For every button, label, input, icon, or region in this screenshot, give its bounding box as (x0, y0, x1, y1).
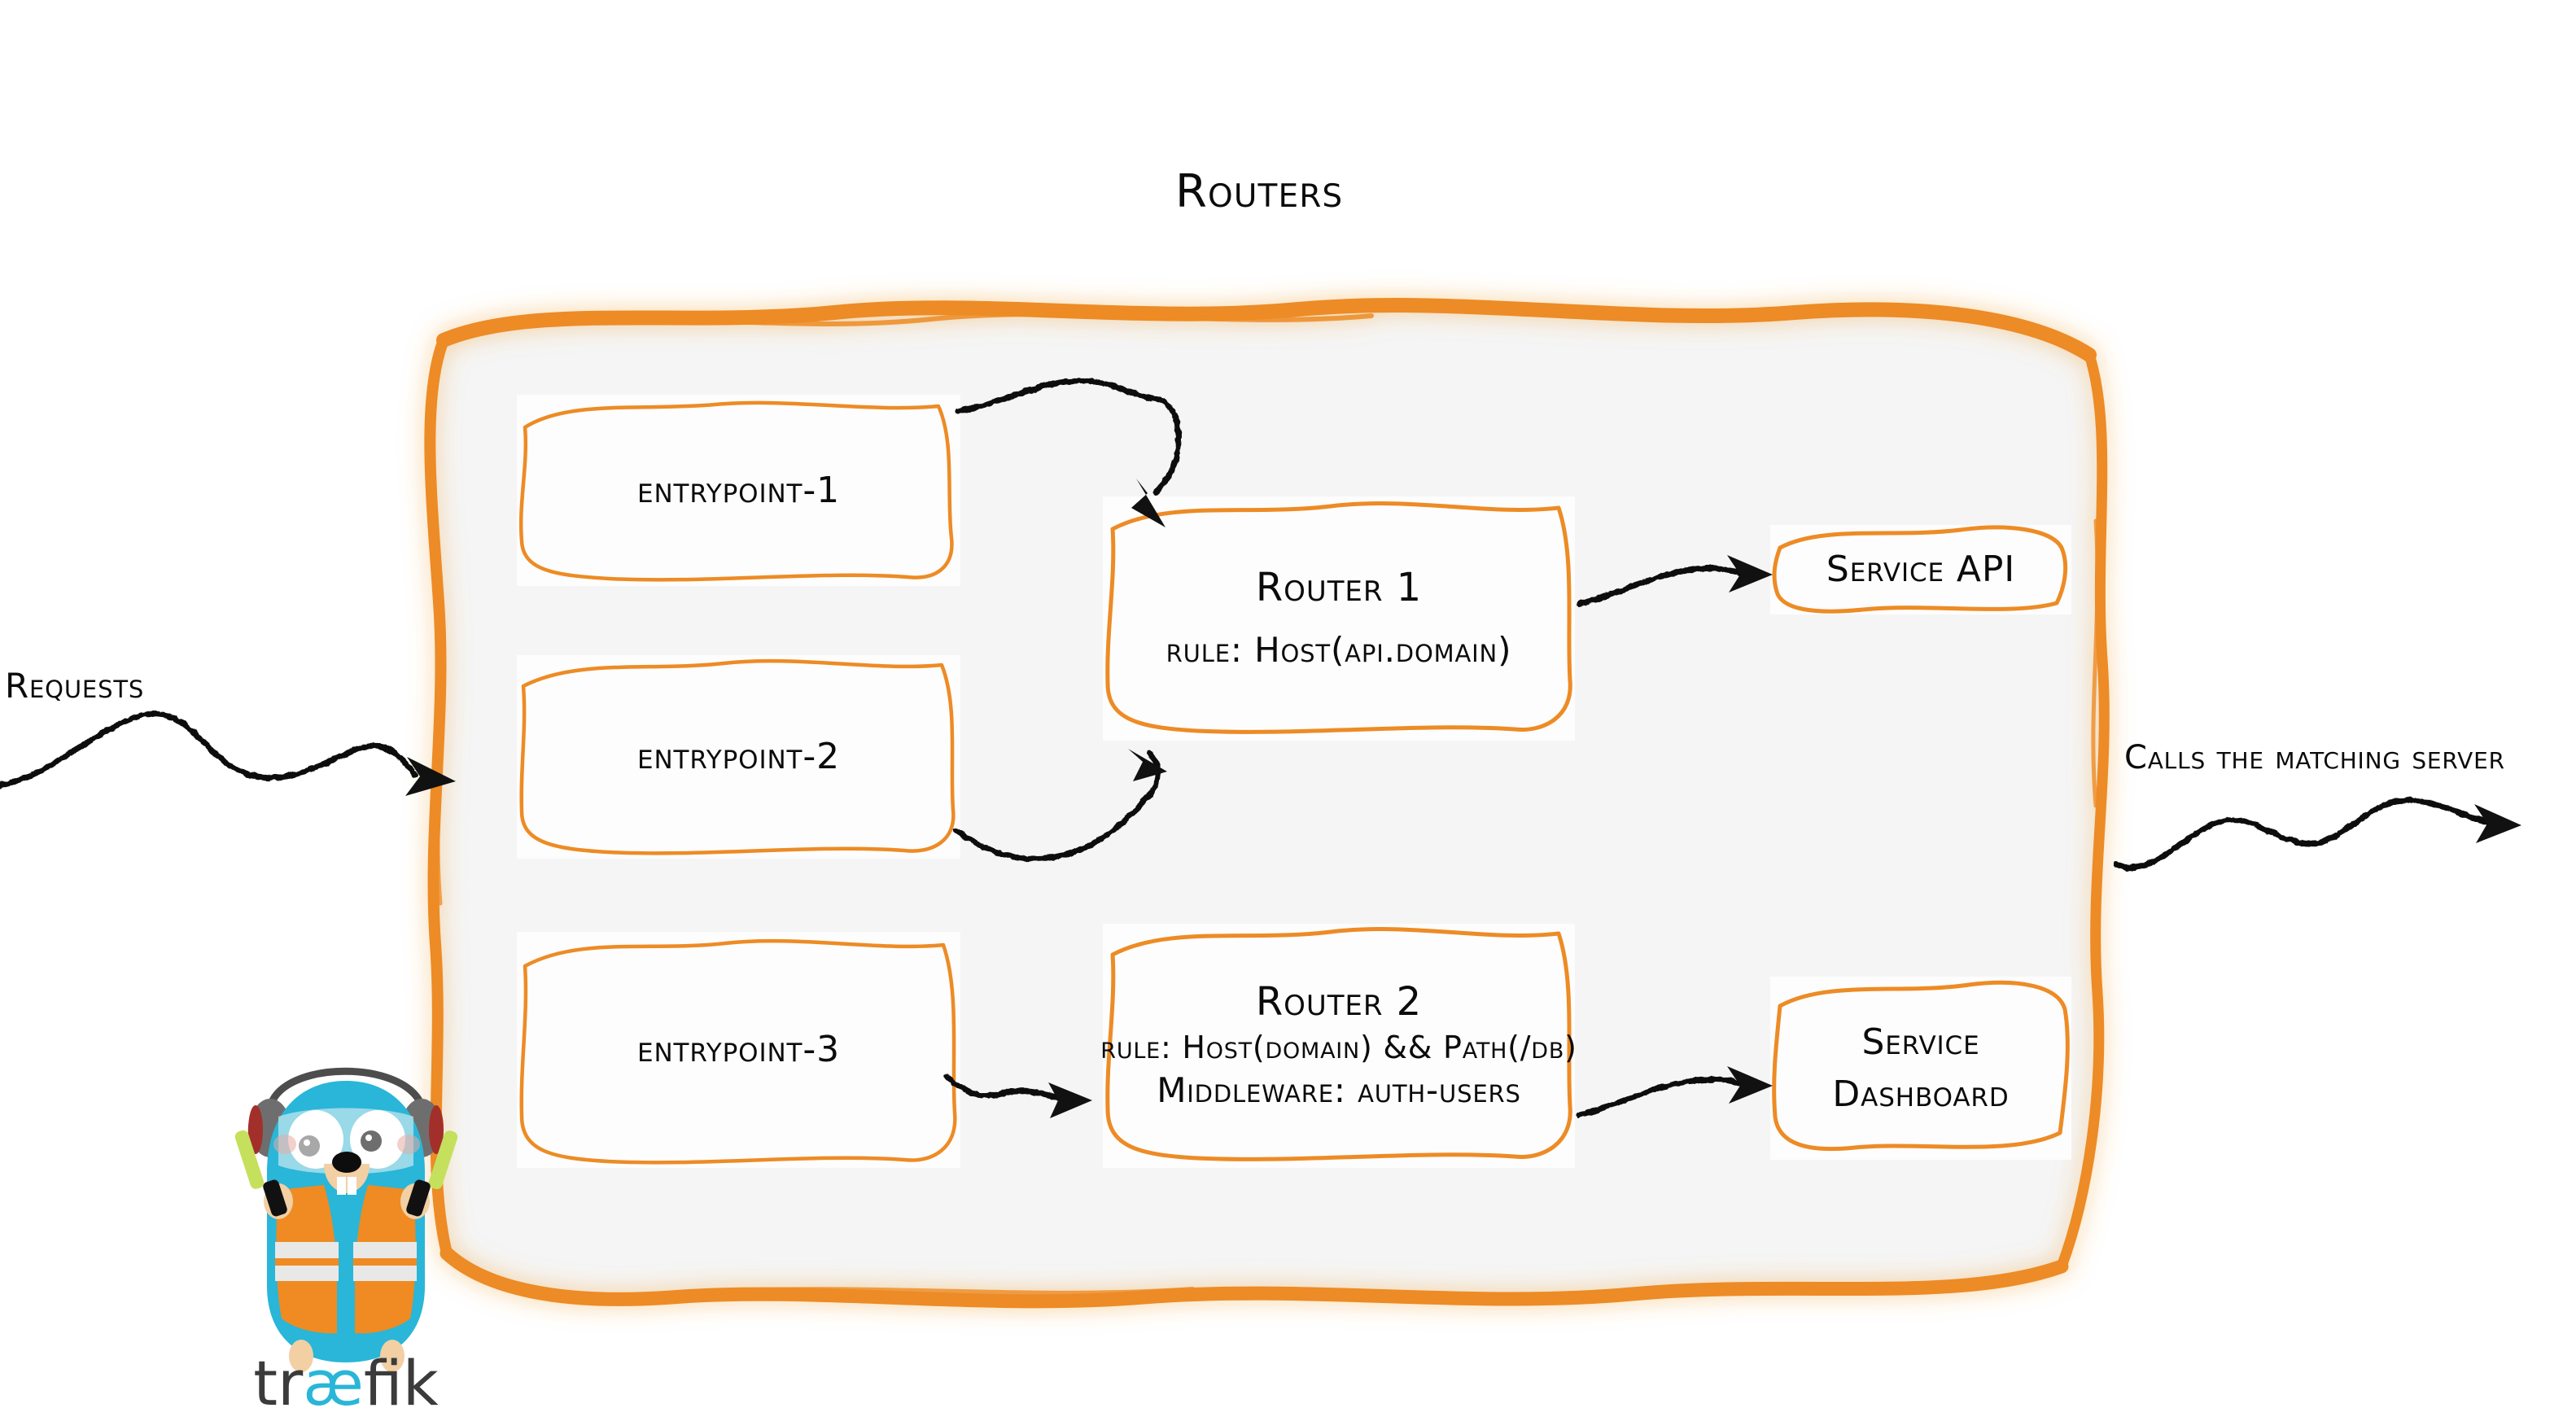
gopher-foot-left (289, 1340, 313, 1372)
wordmark-part-1: tr (253, 1347, 304, 1408)
entrypoint-3-node[interactable]: entrypoint-3 (517, 932, 960, 1168)
service-api-node[interactable]: Service API (1770, 525, 2071, 614)
gopher-teeth (337, 1177, 356, 1195)
vest-stripe (275, 1258, 339, 1266)
service-dashboard-label-line1: Service (1861, 1021, 1980, 1063)
entrypoint-2-label: entrypoint-2 (637, 736, 840, 777)
gopher-foot-right (380, 1340, 405, 1372)
service-dashboard-node[interactable]: Service Dashboard (1770, 977, 2071, 1160)
entrypoint-3-label: entrypoint-3 (637, 1029, 840, 1070)
traefik-logo: træfik (228, 1042, 464, 1408)
marshalling-wand-left-icon (234, 1130, 287, 1217)
requests-label: Requests (5, 666, 145, 706)
traefik-wordmark: træfik (253, 1347, 439, 1408)
page-title: Routers (1175, 165, 1344, 218)
router-2-title: Router 2 (1255, 979, 1423, 1025)
calls-matching-server-label: Calls the matching server (2124, 739, 2505, 776)
service-dashboard-label-line2: Dashboard (1832, 1073, 2010, 1115)
router-2-rule: rule: Host(domain) && Path(/db) (1100, 1030, 1577, 1065)
gopher-nose (332, 1152, 361, 1173)
router-1-rule: rule: Host(api.domain) (1166, 629, 1512, 670)
wordmark-part-2: fik (364, 1347, 439, 1408)
arrow-requests-to-routers (0, 711, 418, 789)
entrypoint-1-label: entrypoint-1 (637, 469, 840, 511)
arrow-routers-to-matching-server (2113, 798, 2490, 871)
wordmark-part-ae: æ (303, 1347, 364, 1408)
arrowhead (2474, 804, 2521, 843)
router-2-middleware: Middleware: auth-users (1157, 1069, 1521, 1110)
router-1-title: Router 1 (1255, 564, 1423, 610)
vest-stripe (353, 1258, 417, 1266)
headphone-band-icon (269, 1067, 424, 1106)
router-1-node[interactable]: Router 1 rule: Host(api.domain) (1103, 496, 1575, 741)
entrypoint-2-node[interactable]: entrypoint-2 (517, 655, 960, 859)
gopher-snout (324, 1164, 370, 1193)
entrypoint-1-node[interactable]: entrypoint-1 (517, 395, 960, 586)
service-api-label: Service API (1826, 549, 2016, 591)
router-2-node[interactable]: Router 2 rule: Host(domain) && Path(/db)… (1100, 924, 1577, 1168)
marshalling-wand-right-icon (406, 1130, 458, 1217)
